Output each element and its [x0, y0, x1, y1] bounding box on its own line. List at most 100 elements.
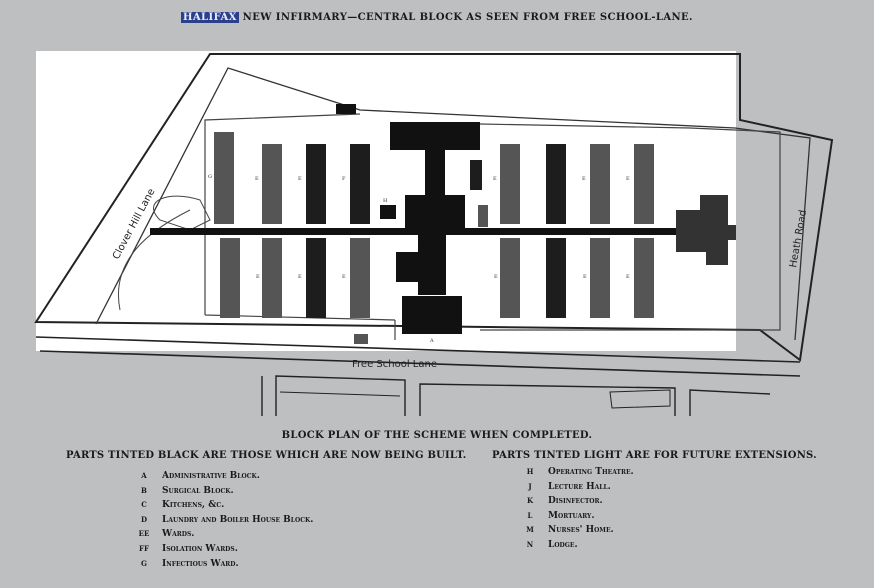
ward-east-1-upper: [500, 144, 520, 224]
legend-text: Administrative Block.: [162, 471, 260, 481]
legend-key: L: [527, 510, 533, 520]
free-school-lane-edge-top: [35, 336, 801, 363]
ward-west-2-lower: [262, 238, 282, 318]
legend-key: EE: [138, 529, 150, 539]
legend-key: B: [141, 485, 147, 495]
legend-item: N Lodge.: [518, 540, 634, 555]
nurses-home-m: [676, 195, 736, 265]
legend-key: D: [140, 514, 148, 524]
south-plot-lines: [261, 375, 771, 416]
east-drive: [479, 123, 781, 331]
legend-item: EE Wards.: [132, 529, 313, 544]
label-e-10: E: [583, 274, 587, 280]
free-school-lane-edge-bottom: [39, 350, 801, 377]
label-a: A: [429, 338, 434, 344]
central-spine: [425, 150, 445, 200]
article-headline: HALIFAX NEW INFIRMARY—CENTRAL BLOCK AS S…: [0, 12, 874, 23]
legend-key: J: [528, 481, 532, 491]
legend-text: Surgical Block.: [162, 485, 234, 496]
south-plot-details: [279, 389, 671, 409]
central-cross: [405, 195, 465, 231]
inner-boundary: [95, 67, 811, 341]
ward-east-1-lower: [500, 238, 520, 318]
ward-west-3-upper: [306, 144, 326, 224]
central-lower-west: [396, 252, 436, 282]
ward-east-4-lower: [634, 238, 654, 318]
legend-item: D Laundry and Boiler House Block.: [132, 515, 313, 530]
legend-item: C Kitchens, &c.: [132, 500, 313, 515]
legend-text: Operating Theatre.: [548, 467, 634, 477]
heath-road-label: Heath Road: [788, 209, 809, 268]
label-e-11: E: [626, 274, 630, 280]
block-plan-drawing: G E E F H E E E E E E E E E A M Clover H…: [34, 51, 834, 416]
legend-item: L Mortuary.: [518, 511, 634, 526]
label-h: H: [383, 198, 388, 204]
label-e-7: E: [298, 274, 302, 280]
legend-key: A: [141, 471, 147, 480]
legend-item: K Disinfector.: [518, 496, 634, 511]
note-light-parts: PARTS TINTED LIGHT ARE FOR FUTURE EXTENS…: [492, 450, 817, 461]
administrative-block-a: [402, 296, 462, 334]
block-j: [470, 160, 482, 190]
main-corridor: [150, 228, 710, 235]
headline-highlight: HALIFAX: [181, 12, 239, 23]
plan-paper: [36, 51, 736, 351]
legend-key: C: [141, 500, 147, 510]
label-e-2: E: [298, 176, 302, 182]
legend-text: Disinfector.: [548, 496, 603, 507]
block-k: [478, 205, 488, 227]
ward-west-3-lower: [306, 238, 326, 318]
ward-east-2-lower: [546, 238, 566, 318]
legend-text: Lecture Hall.: [548, 481, 611, 492]
label-e-6: E: [256, 274, 260, 280]
plan-caption-title: BLOCK PLAN OF THE SCHEME WHEN COMPLETED.: [281, 430, 593, 441]
legend-text: Mortuary.: [548, 510, 595, 521]
ward-west-2-upper: [262, 144, 282, 224]
ward-east-2-upper: [546, 144, 566, 224]
site-boundary: [34, 53, 834, 362]
block-l: [354, 334, 368, 344]
label-e-8: E: [342, 274, 346, 280]
ward-east-3-lower: [590, 238, 610, 318]
label-f: F: [342, 176, 346, 182]
clover-path-1: [118, 209, 191, 311]
label-e-5: E: [626, 176, 630, 182]
lodge-n: [336, 104, 356, 114]
ward-west-4-upper: [350, 144, 370, 224]
label-e-4: E: [582, 176, 586, 182]
ward-west-4-lower: [350, 238, 370, 318]
legend-text: Laundry and Boiler House Block.: [162, 514, 314, 525]
legend-item: G Infectious Ward.: [132, 559, 313, 574]
ward-east-4-upper: [634, 144, 654, 224]
legend-key: FF: [139, 543, 149, 553]
legend-text: Nurses' Home.: [548, 525, 614, 536]
label-e-1: E: [255, 176, 259, 182]
legend-item: FF Isolation Wards.: [132, 544, 313, 559]
ward-west-1-upper: [214, 132, 234, 224]
note-black-parts: PARTS TINTED BLACK ARE THOSE WHICH ARE N…: [66, 450, 467, 461]
block-plan: G E E F H E E E E E E E E E A M Clover H…: [0, 40, 874, 420]
free-school-lane-label: Free School Lane: [352, 359, 437, 370]
central-block-top: [390, 122, 480, 150]
legend-text: Lodge.: [548, 539, 578, 550]
legend-item: B Surgical Block.: [132, 486, 313, 501]
legend-key: N: [526, 539, 534, 549]
label-e-3: E: [493, 176, 497, 182]
label-m: M: [725, 226, 730, 232]
label-g: G: [208, 174, 212, 180]
legend-text: Isolation Wards.: [162, 543, 238, 554]
legend-item: J Lecture Hall.: [518, 482, 634, 497]
legend-text: Wards.: [162, 529, 195, 540]
legend-key: M: [526, 525, 534, 535]
legend-text: Infectious Ward.: [162, 558, 239, 569]
legend-key: K: [526, 496, 534, 506]
legend-key: G: [141, 558, 147, 568]
legend-item: A Administrative Block.: [132, 471, 313, 486]
block-h: [380, 205, 396, 219]
legend-text: Kitchens, &c.: [162, 500, 225, 511]
ward-east-3-upper: [590, 144, 610, 224]
legend-item: M Nurses' Home.: [518, 525, 634, 540]
